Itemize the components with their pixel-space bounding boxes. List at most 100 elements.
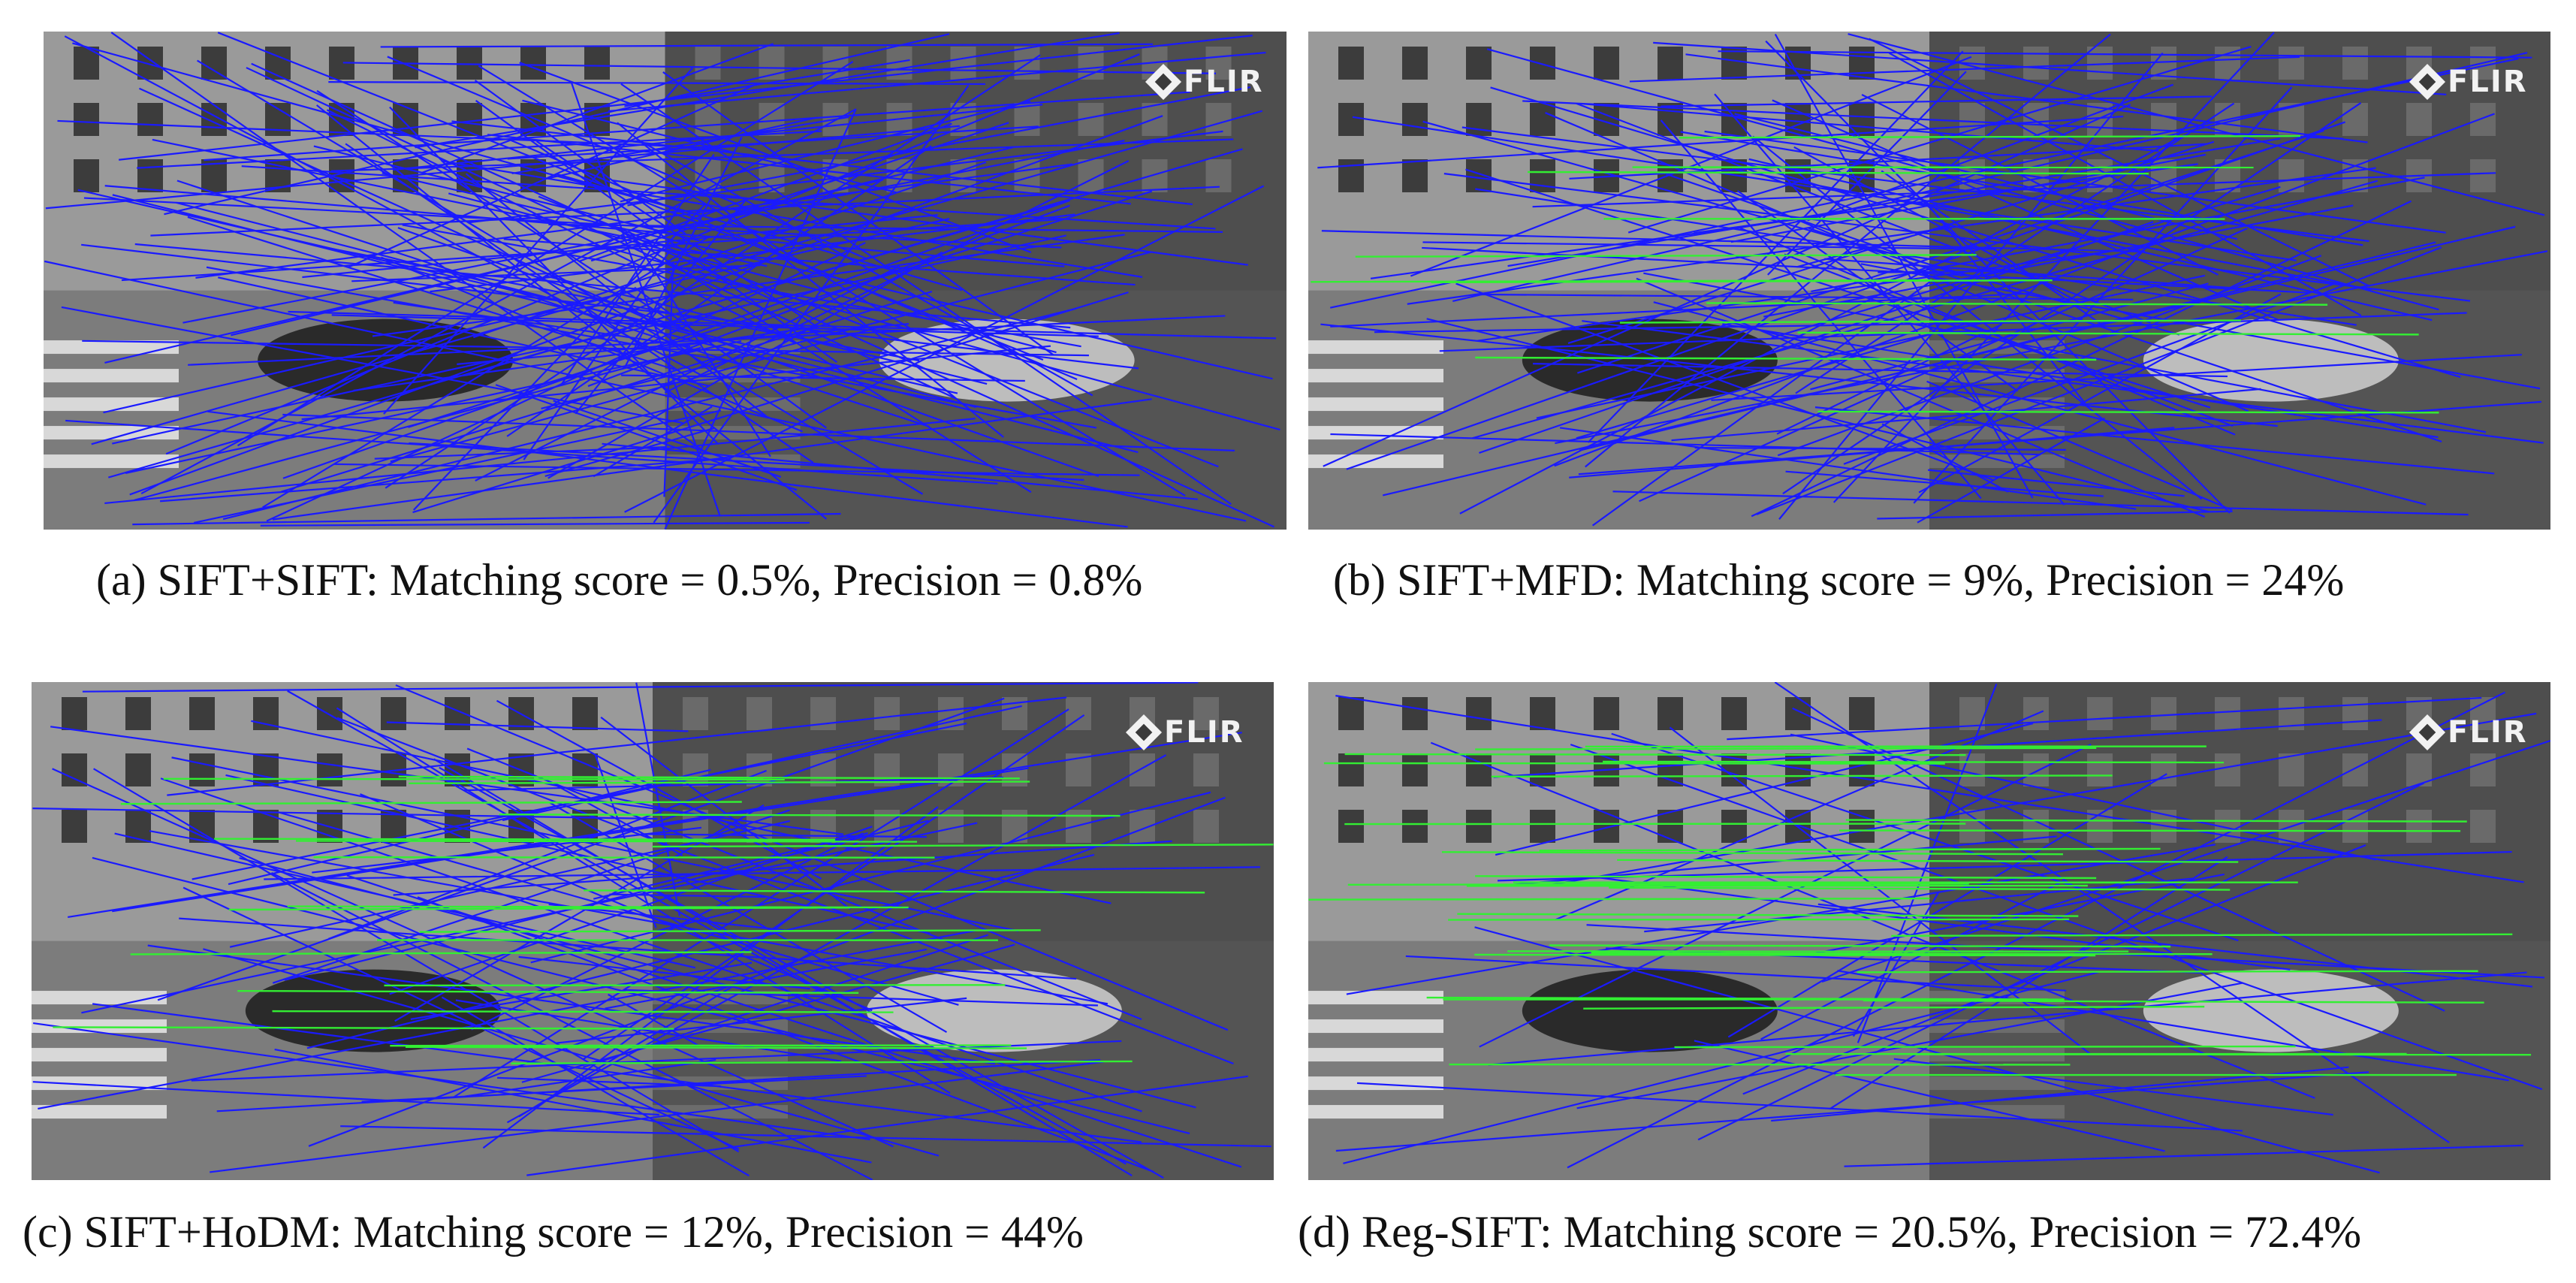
incorrect-match-line — [1671, 388, 2261, 442]
flir-logo-text: FLIR — [2448, 65, 2528, 99]
correct-match-line — [384, 984, 1006, 987]
incorrect-match-line — [1694, 446, 2066, 451]
flir-logo: FLIR — [2409, 63, 2528, 101]
incorrect-match-line — [535, 140, 817, 328]
correct-match-line — [398, 775, 1020, 780]
incorrect-match-line — [1694, 163, 2198, 234]
correct-match-line — [237, 989, 859, 995]
incorrect-match-line — [1718, 50, 2532, 59]
incorrect-match-line — [1636, 277, 2206, 518]
incorrect-match-line — [421, 43, 774, 174]
scene-svg — [1308, 682, 2550, 1180]
incorrect-match-line — [1443, 173, 2471, 302]
incorrect-match-line — [1694, 1040, 2165, 1152]
incorrect-match-line — [68, 732, 1242, 919]
flir-logo-icon — [2409, 714, 2446, 751]
incorrect-match-line — [1405, 955, 2067, 992]
correct-match-line — [1457, 913, 2079, 917]
incorrect-match-line — [342, 62, 1217, 74]
correct-match-line — [228, 907, 850, 911]
flir-logo: FLIR — [1125, 714, 1244, 751]
incorrect-match-line — [1488, 971, 2527, 1066]
incorrect-match-line — [1490, 86, 2461, 379]
incorrect-match-line — [195, 163, 1073, 279]
incorrect-match-line — [326, 109, 797, 345]
incorrect-match-line — [1727, 773, 2167, 1038]
incorrect-match-line — [1660, 119, 1982, 500]
correct-match-line — [1475, 747, 2097, 750]
incorrect-match-line — [112, 234, 1066, 445]
incorrect-match-line — [475, 265, 900, 482]
incorrect-match-line — [1578, 400, 2542, 475]
incorrect-match-line — [340, 1125, 1271, 1148]
incorrect-match-line — [228, 768, 711, 886]
incorrect-match-line — [387, 56, 866, 259]
incorrect-match-line — [1714, 93, 2065, 506]
incorrect-match-line — [1837, 970, 2509, 1082]
incorrect-match-line — [52, 768, 894, 1148]
incorrect-match-line — [1320, 323, 2278, 427]
incorrect-match-line — [129, 115, 1163, 496]
correct-match-line — [1839, 829, 2461, 832]
incorrect-match-line — [1559, 427, 2137, 510]
incorrect-match-line — [204, 91, 1190, 162]
incorrect-match-line — [360, 793, 873, 1012]
match-image-c — [32, 682, 1274, 1180]
incorrect-match-line — [1731, 168, 2372, 291]
incorrect-match-line — [557, 997, 967, 1044]
incorrect-match-line — [188, 315, 1226, 366]
correct-match-line — [584, 889, 1205, 894]
correct-match-line — [1344, 753, 1966, 756]
incorrect-match-line — [1576, 982, 2243, 1109]
incorrect-match-line — [1321, 230, 2146, 253]
incorrect-match-line — [1583, 103, 2159, 152]
incorrect-match-line — [288, 310, 1277, 340]
incorrect-match-line — [1576, 322, 1969, 439]
incorrect-match-line — [1778, 52, 2164, 520]
flir-logo-text: FLIR — [1164, 715, 1244, 750]
incorrect-match-line — [182, 139, 1125, 324]
correct-match-line — [409, 780, 1030, 784]
correct-match-line — [405, 1046, 1027, 1049]
flir-logo-text: FLIR — [2448, 715, 2528, 750]
incorrect-match-line — [83, 197, 1062, 249]
incorrect-match-line — [575, 200, 746, 415]
correct-match-line — [130, 951, 752, 955]
incorrect-match-line — [81, 822, 978, 1014]
incorrect-match-line — [612, 180, 1248, 266]
match-image-b — [1308, 32, 2550, 530]
incorrect-match-line — [1430, 741, 2315, 1099]
incorrect-match-line — [1343, 971, 2099, 1164]
incorrect-match-line — [104, 185, 1065, 267]
incorrect-match-line — [1576, 102, 2151, 324]
incorrect-match-line — [556, 784, 683, 856]
match-image-d — [1308, 682, 2550, 1180]
incorrect-match-line — [386, 721, 689, 732]
incorrect-match-line — [1860, 263, 2541, 390]
incorrect-match-line — [1810, 282, 2209, 391]
correct-match-line — [1323, 762, 1945, 765]
incorrect-match-line — [1727, 696, 2482, 741]
incorrect-match-line — [72, 42, 713, 220]
flir-logo-icon — [2409, 63, 2446, 101]
incorrect-match-line — [179, 917, 1077, 980]
incorrect-match-line — [1869, 38, 2370, 288]
incorrect-match-line — [134, 243, 1071, 329]
incorrect-match-line — [1356, 1082, 2243, 1132]
incorrect-match-line — [1439, 312, 2467, 352]
incorrect-match-line — [1452, 52, 2528, 303]
incorrect-match-line — [119, 35, 1253, 161]
correct-match-line — [1308, 897, 1930, 901]
incorrect-match-line — [506, 145, 932, 437]
incorrect-match-line — [203, 948, 940, 1157]
incorrect-match-line — [548, 223, 1223, 233]
incorrect-match-line — [1459, 134, 2185, 515]
incorrect-match-line — [1704, 130, 2446, 234]
incorrect-match-line — [390, 323, 891, 463]
incorrect-match-line — [1612, 491, 2469, 516]
correct-match-line — [1355, 254, 1977, 258]
correct-match-line — [1583, 1005, 2205, 1010]
correct-match-line — [53, 1026, 674, 1030]
incorrect-match-line — [555, 173, 963, 291]
incorrect-match-line — [1771, 186, 2281, 339]
